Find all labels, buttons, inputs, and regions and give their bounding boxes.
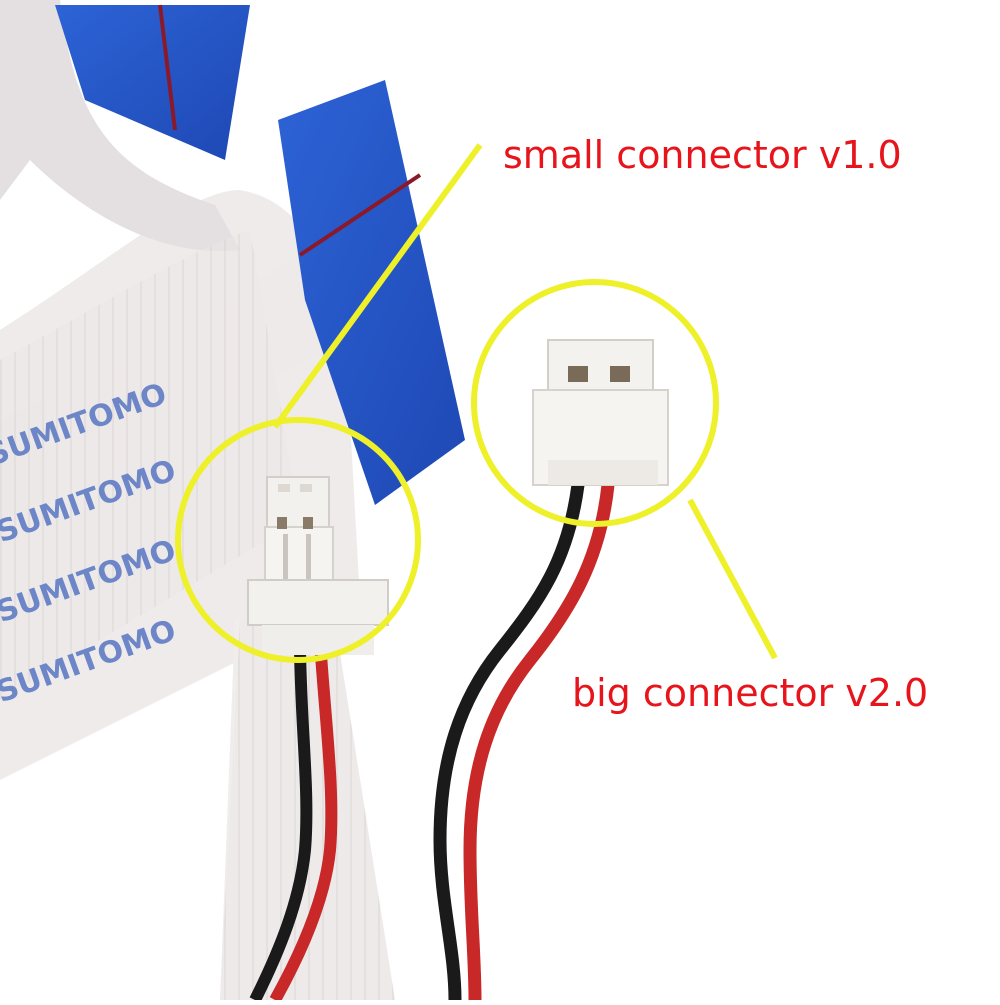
blue-tab-back bbox=[55, 5, 250, 160]
small-connector bbox=[247, 476, 389, 655]
callout-circle-small bbox=[175, 417, 421, 663]
callout-line-big bbox=[687, 498, 778, 660]
blue-tab-stripe bbox=[298, 173, 422, 257]
wire-black-small bbox=[249, 639, 313, 1003]
wire-red-small bbox=[269, 639, 338, 1003]
ribbon-cable-top bbox=[0, 0, 240, 252]
blue-tab-back-stripe bbox=[158, 4, 177, 131]
wire-red-big bbox=[463, 484, 615, 1001]
small-connector-label: small connector v1.0 bbox=[503, 133, 902, 177]
callout-line-small bbox=[272, 143, 483, 429]
big-connector bbox=[532, 339, 669, 486]
ribbon-lines bbox=[0, 230, 300, 700]
big-connector-label: big connector v2.0 bbox=[572, 671, 929, 715]
wire-black-big bbox=[433, 484, 585, 1001]
callout-circle-big bbox=[471, 279, 719, 527]
